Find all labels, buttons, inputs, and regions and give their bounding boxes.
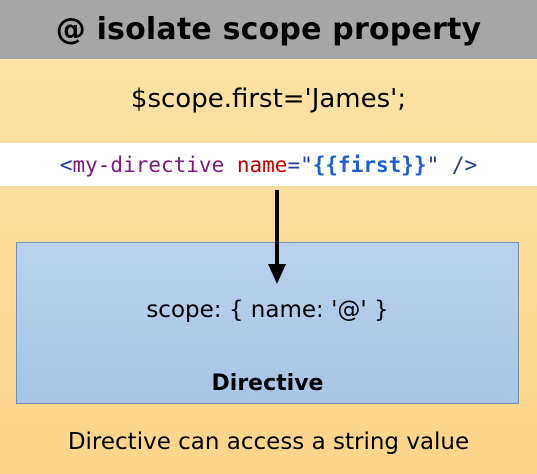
directive-box: scope: { name: '@' } Directive — [16, 242, 519, 404]
code-quote-close: " — [426, 152, 440, 177]
code-equals: = — [287, 152, 301, 177]
code-expression: {{first}} — [312, 152, 427, 177]
code-attribute-name: name — [236, 152, 288, 177]
title-bar: @ isolate scope property — [0, 0, 537, 59]
directive-usage-code: <my-directive name="{{first}}" /> — [0, 143, 537, 186]
caption: Directive can access a string value — [67, 429, 470, 455]
code-close: /> — [439, 152, 478, 177]
diagram-title: @ isolate scope property — [55, 12, 482, 47]
code-tag-name: my-directive — [72, 152, 225, 177]
code-quote-open: " — [300, 152, 313, 177]
code-open-bracket: < — [59, 152, 73, 177]
scope-definition: scope: { name: '@' } — [146, 297, 389, 323]
scope-assignment: $scope.first='James'; — [130, 84, 407, 114]
directive-label: Directive — [211, 371, 324, 396]
